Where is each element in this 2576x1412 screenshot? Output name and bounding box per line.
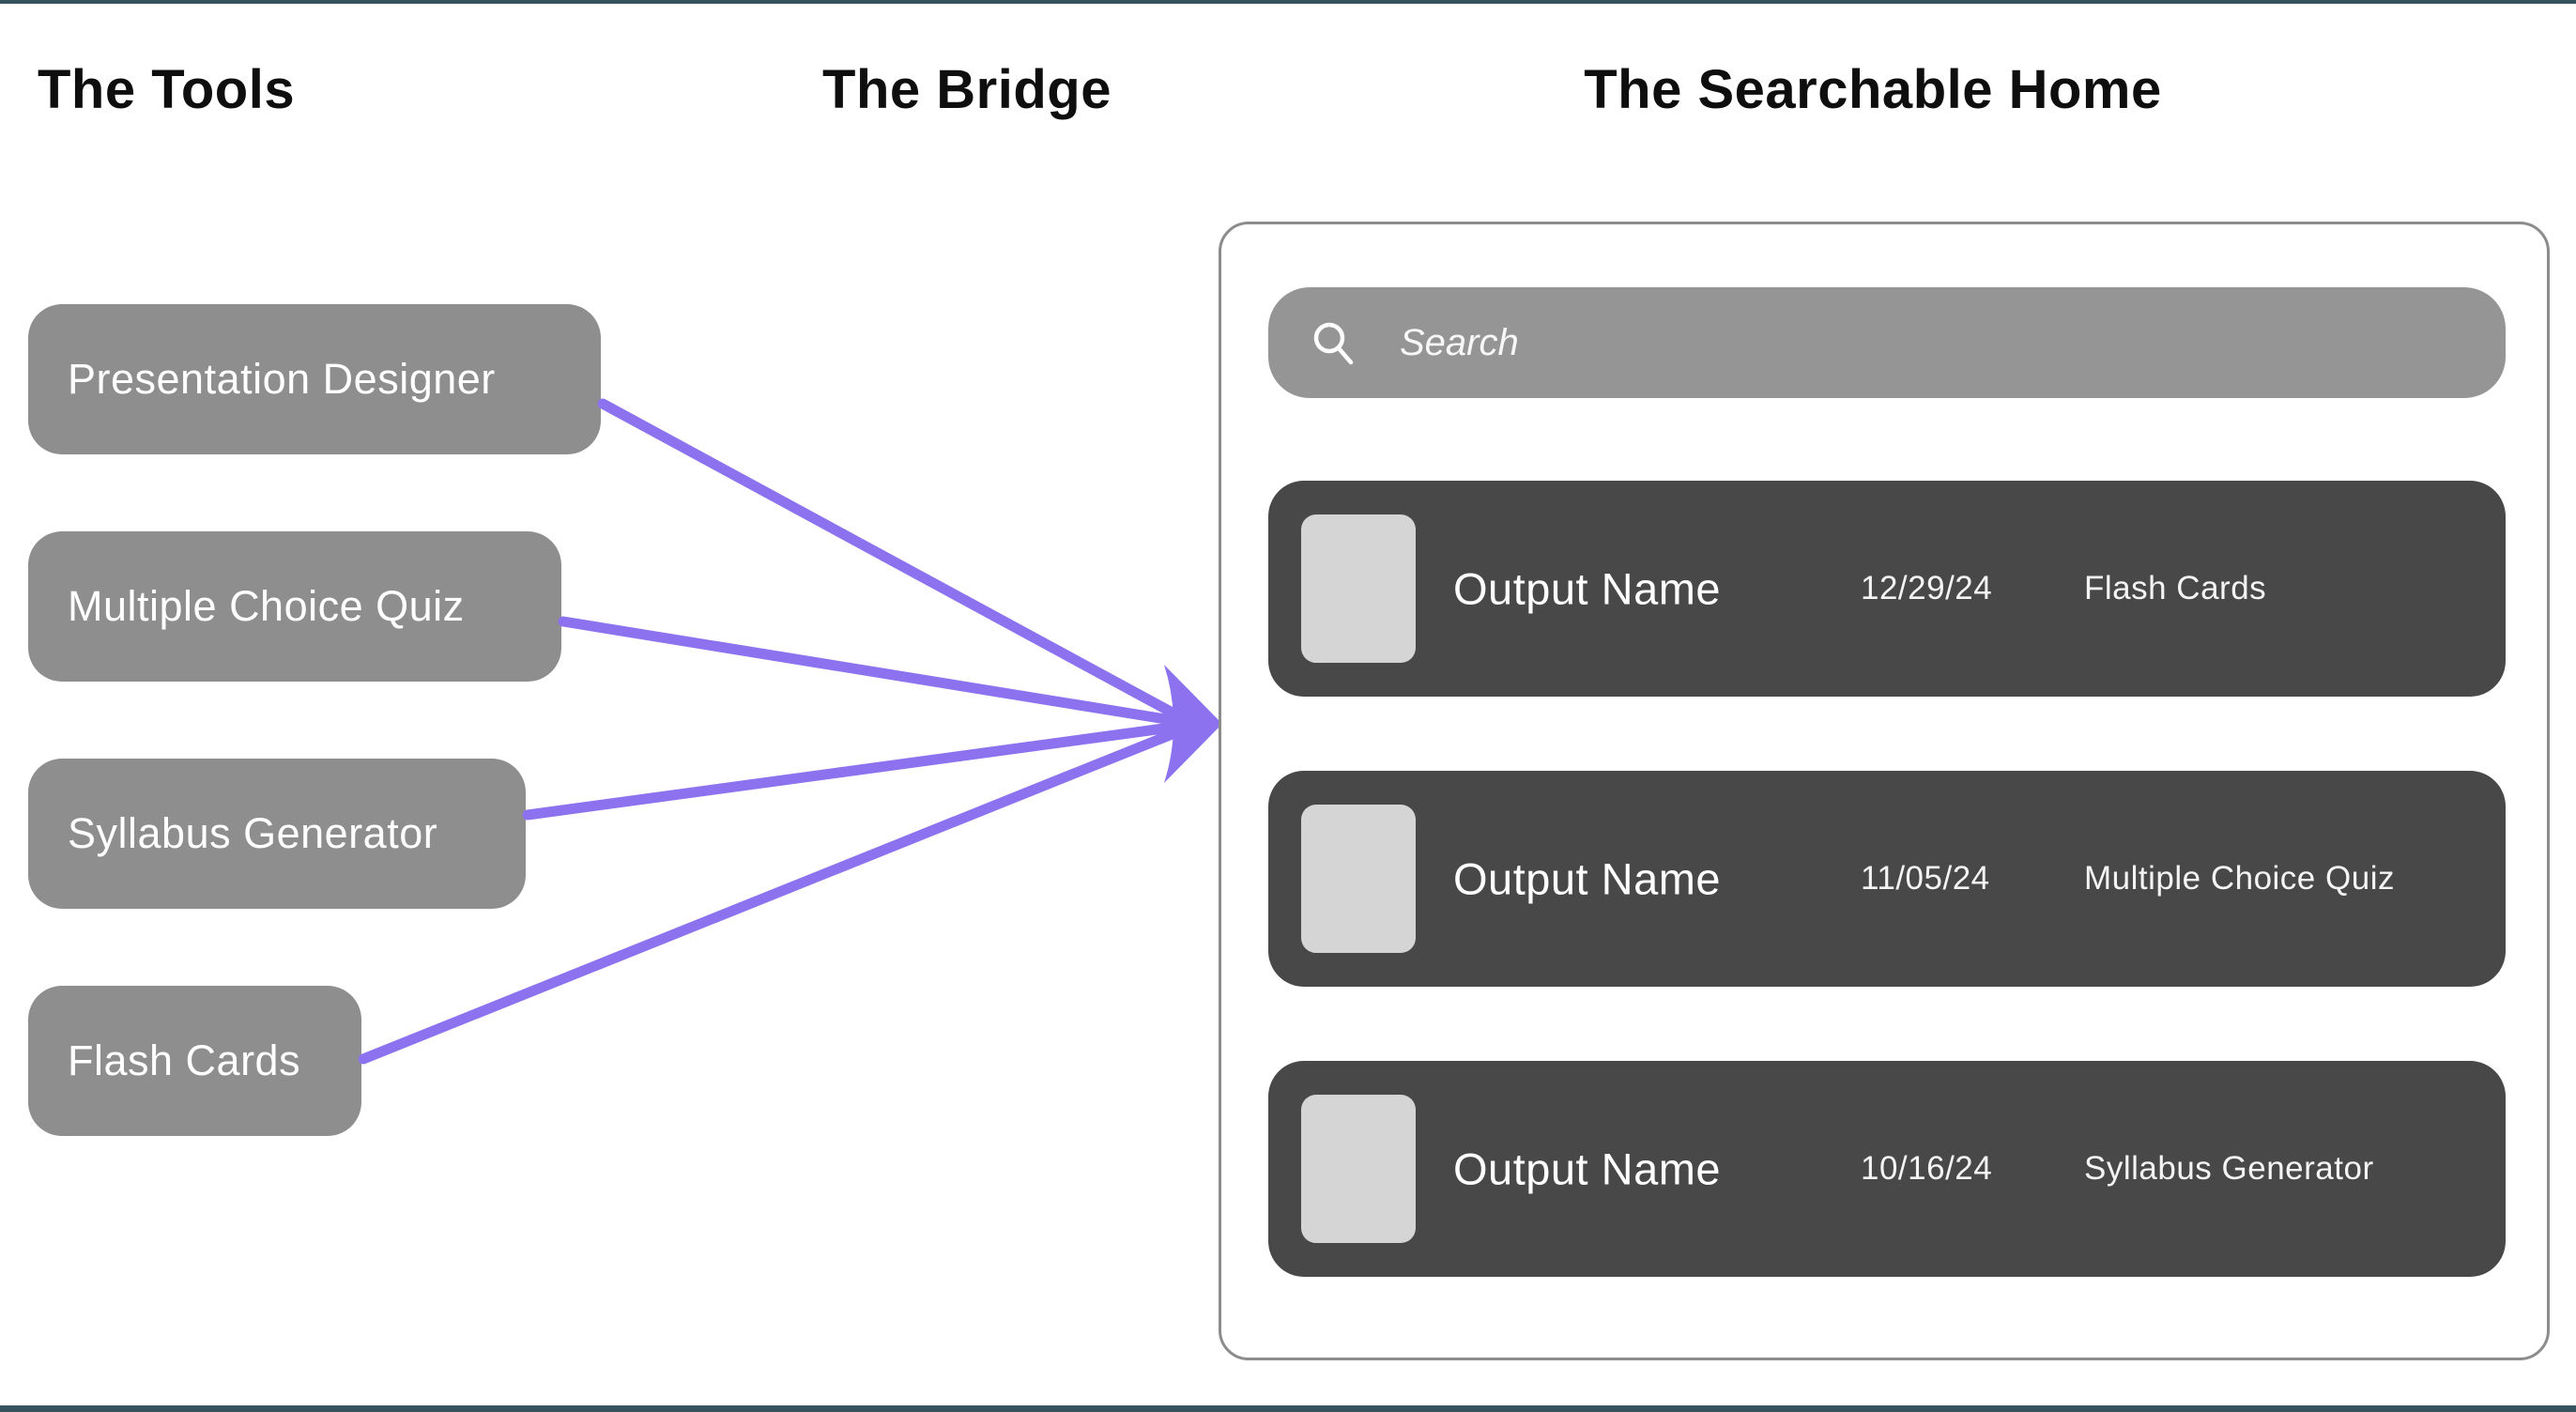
arrow-from-multiple-choice-quiz bbox=[558, 616, 1183, 727]
output-date: 11/05/24 bbox=[1861, 860, 1990, 897]
arrow-from-flash-cards bbox=[358, 726, 1185, 1065]
arrow-from-presentation-designer bbox=[597, 398, 1185, 722]
arrowhead-icon bbox=[1164, 665, 1222, 783]
output-tool-type: Syllabus Generator bbox=[2084, 1150, 2374, 1187]
tool-button-syllabus-generator[interactable]: Syllabus Generator bbox=[28, 759, 526, 909]
tool-button-label: Flash Cards bbox=[68, 1036, 301, 1084]
tool-button-multiple-choice-quiz[interactable]: Multiple Choice Quiz bbox=[28, 531, 561, 682]
output-date: 10/16/24 bbox=[1861, 1150, 1993, 1187]
tool-button-flash-cards[interactable]: Flash Cards bbox=[28, 986, 361, 1136]
column-title-tools: The Tools bbox=[38, 59, 296, 120]
page-top-border bbox=[0, 0, 2576, 4]
search-input[interactable] bbox=[1398, 320, 2468, 365]
searchable-home-panel: Output Name 12/29/24 Flash Cards Output … bbox=[1219, 222, 2550, 1360]
output-thumbnail bbox=[1301, 805, 1416, 953]
output-name: Output Name bbox=[1453, 563, 1722, 614]
arrow-from-syllabus-generator bbox=[522, 721, 1183, 821]
output-name: Output Name bbox=[1453, 853, 1722, 904]
output-thumbnail bbox=[1301, 514, 1416, 663]
output-tool-type: Multiple Choice Quiz bbox=[2084, 860, 2395, 897]
search-bar[interactable] bbox=[1268, 287, 2506, 398]
output-date: 12/29/24 bbox=[1861, 570, 1993, 606]
output-row-syllabus-generator[interactable]: Output Name 10/16/24 Syllabus Generator bbox=[1268, 1061, 2506, 1277]
search-icon bbox=[1313, 322, 1354, 365]
output-row-multiple-choice-quiz[interactable]: Output Name 11/05/24 Multiple Choice Qui… bbox=[1268, 771, 2506, 987]
output-thumbnail bbox=[1301, 1095, 1416, 1243]
output-name: Output Name bbox=[1453, 1143, 1722, 1194]
tool-button-label: Multiple Choice Quiz bbox=[68, 582, 465, 630]
tool-button-label: Presentation Designer bbox=[68, 355, 496, 403]
tool-button-presentation-designer[interactable]: Presentation Designer bbox=[28, 304, 601, 454]
column-title-bridge: The Bridge bbox=[822, 59, 1112, 120]
output-tool-type: Flash Cards bbox=[2084, 570, 2267, 606]
tool-button-label: Syllabus Generator bbox=[68, 809, 438, 857]
page-bottom-border bbox=[0, 1405, 2576, 1412]
column-title-searchable-home: The Searchable Home bbox=[1584, 59, 2162, 120]
output-row-flash-cards[interactable]: Output Name 12/29/24 Flash Cards bbox=[1268, 481, 2506, 697]
